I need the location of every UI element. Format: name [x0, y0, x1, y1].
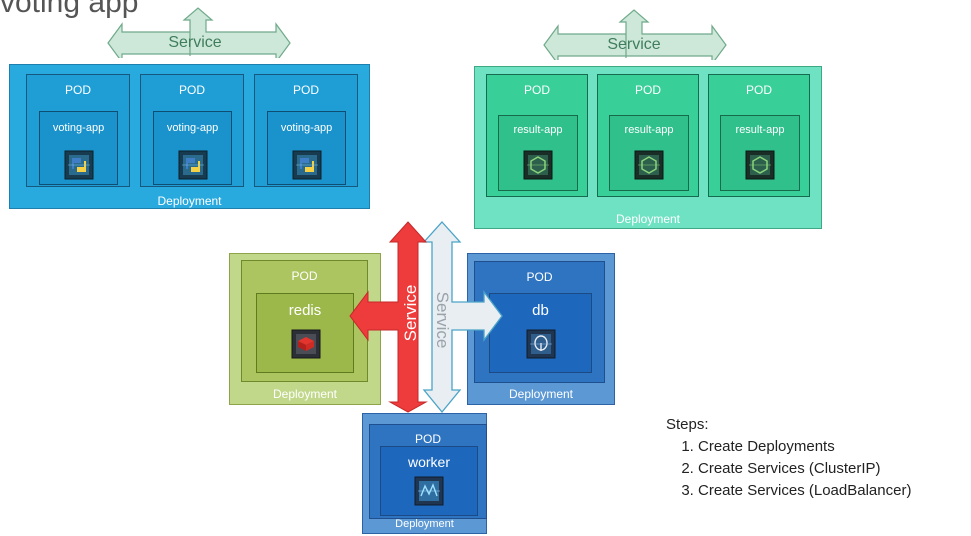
pod-label: POD: [64, 83, 91, 97]
voting-container-2: voting-app: [153, 111, 232, 185]
deployment-label: Deployment: [615, 212, 681, 226]
container-label: db: [532, 302, 549, 319]
page-title: voting app: [0, 0, 139, 19]
container-label: worker: [407, 454, 450, 470]
postgres-container-icon: [526, 329, 556, 359]
steps-list: Create Deployments Create Services (Clus…: [666, 436, 911, 502]
redis-container-icon: [291, 329, 321, 359]
result-pod-2: POD result-app: [597, 74, 699, 197]
result-container-2: result-app: [609, 115, 689, 191]
voting-pod-1: POD voting-app: [26, 74, 130, 187]
worker-pod: POD worker: [369, 424, 487, 519]
voting-container-1: voting-app: [39, 111, 118, 185]
python-container-icon: [64, 150, 94, 180]
result-service-arrow: [543, 9, 727, 60]
pod-label: POD: [526, 270, 553, 284]
container-label: result-app: [513, 124, 563, 136]
voting-service-arrow: [107, 7, 291, 58]
pod-label: POD: [523, 83, 550, 97]
nodejs-container-icon: [523, 150, 553, 180]
worker-container: worker: [380, 446, 478, 516]
pod-label: POD: [414, 432, 441, 446]
pod-label: POD: [292, 83, 319, 97]
container-label: result-app: [735, 124, 785, 136]
result-container-3: result-app: [720, 115, 800, 191]
nodejs-container-icon: [634, 150, 664, 180]
redis-service-label: Service: [401, 284, 420, 342]
python-container-icon: [178, 150, 208, 180]
result-pod-1: POD result-app: [486, 74, 588, 197]
deployment-label: Deployment: [395, 518, 454, 530]
db-service-arrow: [422, 221, 503, 414]
container-label: voting-app: [52, 122, 105, 134]
deployment-label: Deployment: [272, 387, 338, 401]
steps-panel: Steps: Create Deployments Create Service…: [666, 414, 911, 502]
db-container: db: [489, 293, 592, 373]
pod-label: POD: [745, 83, 772, 97]
container-label: voting-app: [166, 122, 219, 134]
deployment-label: Deployment: [157, 194, 222, 208]
python-container-icon: [292, 150, 322, 180]
redis-service-arrow: [349, 221, 428, 413]
steps-heading: Steps:: [666, 416, 709, 433]
step-item: Create Services (ClusterIP): [698, 458, 911, 480]
container-label: result-app: [624, 124, 674, 136]
redis-container: redis: [256, 293, 354, 373]
result-pod-3: POD result-app: [708, 74, 810, 197]
pod-label: POD: [634, 83, 661, 97]
voting-container-3: voting-app: [267, 111, 346, 185]
step-item: Create Deployments: [698, 436, 911, 458]
pod-label: POD: [178, 83, 205, 97]
worker-container-icon: [414, 476, 444, 506]
container-label: redis: [288, 302, 322, 319]
voting-pod-3: POD voting-app: [254, 74, 358, 187]
deployment-label: Deployment: [508, 387, 574, 401]
result-service-label: Service: [607, 36, 661, 53]
pod-label: POD: [291, 269, 318, 283]
container-label: voting-app: [280, 122, 333, 134]
voting-service-label: Service: [168, 34, 222, 51]
result-container-1: result-app: [498, 115, 578, 191]
voting-pod-2: POD voting-app: [140, 74, 244, 187]
step-item: Create Services (LoadBalancer): [698, 480, 911, 502]
redis-pod: POD redis: [241, 260, 368, 382]
nodejs-container-icon: [745, 150, 775, 180]
